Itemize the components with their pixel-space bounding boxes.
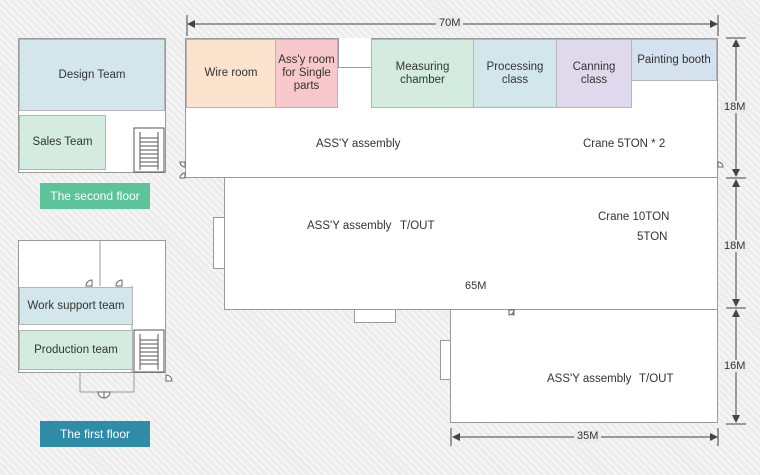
room-assy-single: Ass'y room for Single parts — [275, 39, 338, 108]
room-painting: Painting booth — [631, 39, 717, 81]
door-notch-bay3-left — [440, 340, 451, 380]
room-measuring: Measuring chamber — [371, 39, 474, 108]
door-notch-bay2-left — [213, 217, 225, 269]
bay1-area-label: ASS'Y assembly — [316, 138, 401, 150]
room-design-team: Design Team — [19, 39, 165, 111]
room-production-team: Production team — [19, 330, 133, 370]
room-canning: Canning class — [556, 39, 632, 108]
first-floor-badge: The first floor — [40, 421, 150, 447]
room-sales-team: Sales Team — [19, 115, 106, 170]
bay2-crane1-label: Crane 10TON — [598, 211, 670, 223]
door-notch-bay2-bottom — [354, 309, 396, 323]
dim-label-h3: 16M — [721, 360, 749, 372]
dim-label-h2: 18M — [721, 240, 749, 252]
room-processing: Processing class — [473, 39, 557, 108]
dim-label-h1: 18M — [721, 101, 749, 113]
bay-3 — [450, 309, 718, 423]
bay3-tout-label: T/OUT — [639, 373, 674, 385]
second-floor-badge: The second floor — [40, 183, 150, 209]
dim-label-65m: 65M — [462, 280, 490, 292]
bay1-crane-label: Crane 5TON * 2 — [583, 138, 666, 150]
room-work-support-team: Work support team — [19, 287, 133, 325]
bay2-tout-label: T/OUT — [400, 220, 435, 232]
bay2-crane2-label: 5TON — [637, 231, 668, 243]
dim-label-70m: 70M — [436, 17, 464, 29]
dim-label-35m: 35M — [574, 430, 602, 442]
bay2-area-label: ASS'Y assembly — [307, 220, 392, 232]
bay3-area-label: ASS'Y assembly — [547, 373, 632, 385]
room-wire: Wire room — [186, 39, 276, 108]
